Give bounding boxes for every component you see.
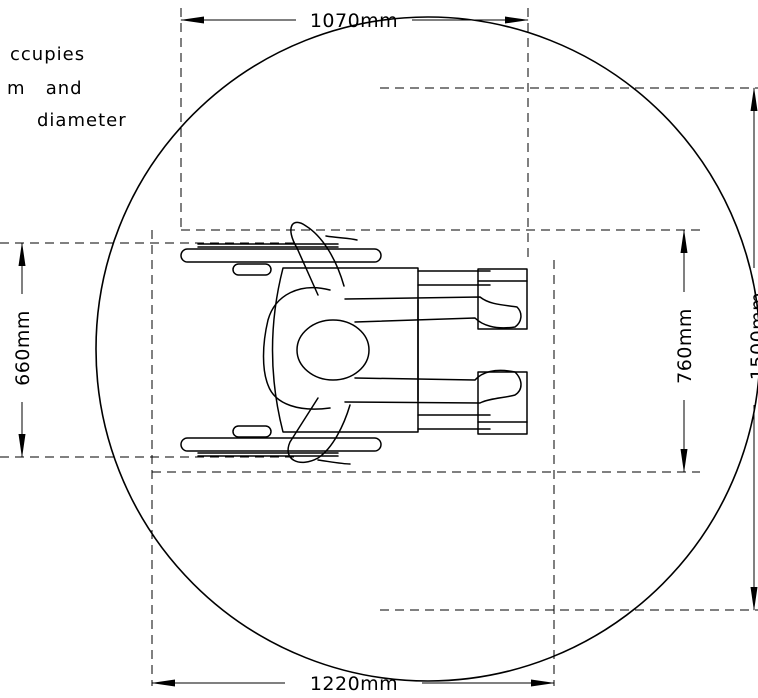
dim-label-1220: 1220mm xyxy=(310,673,398,693)
leg-bottom xyxy=(344,369,522,404)
armrest-bottom xyxy=(232,425,272,438)
head xyxy=(296,319,370,381)
dim-label-660: 660mm xyxy=(12,310,34,386)
footrest-top xyxy=(477,268,528,330)
dim-label-1070: 1070mm xyxy=(310,10,398,32)
note-line-3: diameter xyxy=(37,110,127,131)
dimension-lines xyxy=(18,16,758,687)
note-line-2: m and xyxy=(7,78,83,99)
note-line-1: ccupies xyxy=(10,44,85,65)
dimension-labels: 1070mm 1220mm 660mm 760mm 1500mm xyxy=(12,10,758,695)
wheelchair-figure xyxy=(180,221,528,465)
dim-label-760: 760mm xyxy=(674,308,696,384)
footrest-bottom xyxy=(477,371,528,435)
wheel-bottom-handrim xyxy=(180,437,382,452)
wheel-top-handrim xyxy=(180,248,382,263)
dim-label-1500: 1500mm xyxy=(747,292,758,380)
dashed-guides xyxy=(0,8,758,686)
arm-top xyxy=(290,221,345,296)
turning-circle xyxy=(95,16,758,682)
leg-top xyxy=(344,296,522,329)
torso xyxy=(262,286,331,410)
arm-bottom xyxy=(287,397,351,463)
seat-outline xyxy=(271,267,419,433)
armrest-top xyxy=(232,263,272,276)
note-text: ccupies m and diameter xyxy=(7,44,127,131)
